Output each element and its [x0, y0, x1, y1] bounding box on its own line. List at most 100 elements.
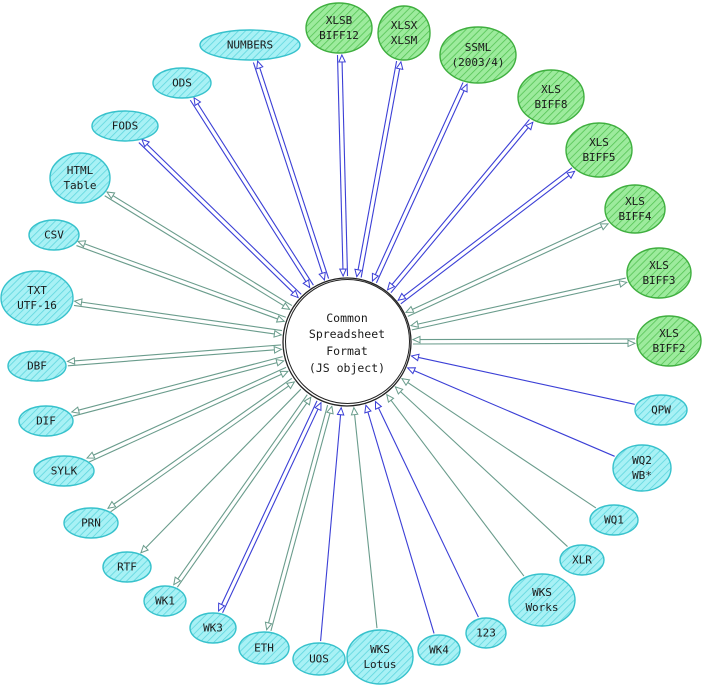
node-shape-n123: [465, 617, 507, 649]
edge-line-out-html: [106, 191, 293, 307]
edge-line-in-eth: [270, 406, 333, 632]
node-shape-dbf: [7, 350, 67, 382]
edge-biff8: [386, 119, 534, 294]
edge-line-out-csv: [77, 240, 286, 318]
edge-line-in-sylk: [88, 370, 289, 463]
node-label-biff5-0: XLS: [589, 136, 609, 149]
edge-biff5: [397, 167, 576, 305]
edge-line-in-wq2: [407, 367, 615, 457]
edge-line-in-ssml: [371, 82, 464, 282]
edge-fods: [138, 138, 302, 299]
node-label-prn-0: PRN: [81, 517, 101, 530]
edge-line-out-dif: [71, 356, 283, 413]
arrowhead-out-wk3: [218, 602, 226, 612]
node-shape-prn: [63, 507, 119, 539]
edge-line-out-ods: [193, 97, 314, 286]
node-shape-eth: [238, 631, 290, 665]
edge-line-in-xlr: [395, 386, 568, 547]
node-shape-wk4: [417, 634, 461, 666]
edge-line-out-biff3: [411, 281, 627, 331]
node-ssml: SSML(2003/4): [439, 26, 517, 84]
node-label-biff4-0: XLS: [625, 195, 645, 208]
edge-line-in-xlsx: [356, 60, 398, 277]
edge-line-in-wk1: [176, 396, 312, 588]
center-label-line-1: Common: [326, 311, 368, 325]
node-wk4: WK4: [417, 634, 461, 666]
arrowhead-in-dif: [275, 358, 285, 367]
edge-layer: [66, 53, 637, 642]
edge-line-out-eth: [266, 404, 329, 630]
edge-line-in-wk4: [365, 405, 435, 634]
node-label-xlsb-1: BIFF12: [319, 29, 359, 42]
edge-line-in-wksl: [353, 407, 378, 629]
center-label-line-4: (JS object): [309, 361, 385, 375]
arrowhead-out-ods: [193, 96, 202, 107]
edge-dbf: [66, 344, 283, 367]
node-shape-dif: [18, 405, 74, 437]
arrowhead-out-eth: [264, 621, 273, 631]
node-label-biff5-1: BIFF5: [582, 151, 615, 164]
arrowhead-in-dbf: [273, 345, 283, 354]
node-shape-wksw: [508, 573, 576, 627]
edge-line-out-biff8: [390, 121, 534, 294]
edge-n123: [374, 400, 479, 618]
node-shape-biff8: [517, 69, 585, 125]
arrowhead-out-biff8: [524, 121, 534, 131]
node-wk3: WK3: [189, 612, 237, 644]
arrowhead-in-html: [281, 302, 291, 310]
edge-line-out-fods: [141, 139, 302, 295]
edge-line-in-biff8: [387, 119, 530, 291]
edge-line-in-qpw: [411, 355, 635, 405]
node-wk1: WK1: [143, 585, 187, 617]
arrowhead-out-wk1: [173, 576, 182, 586]
node-sylk: SYLK: [33, 455, 95, 487]
arrowhead-in-sylk: [279, 370, 289, 379]
node-label-fods-0: FODS: [112, 120, 139, 133]
arrowhead-out-numbers: [256, 60, 264, 70]
edge-line-out-wk3: [218, 400, 318, 612]
node-label-csv-0: CSV: [44, 229, 64, 242]
node-label-biff3-0: XLS: [649, 259, 669, 272]
node-label-xlsx-1: XLSM: [391, 34, 418, 47]
arrowhead-in-xlsb: [338, 268, 347, 278]
arrowhead-in-wq2: [406, 367, 417, 375]
center-label-line-2: Spreadsheet: [309, 327, 385, 341]
node-label-biff8-0: XLS: [541, 83, 561, 96]
node-label-uos-0: UOS: [309, 653, 329, 666]
arrowhead-in-wk4: [364, 404, 372, 414]
arrowhead-out-dbf: [66, 356, 76, 365]
edge-line-in-txt: [73, 304, 282, 336]
edge-line-in-biff3: [410, 277, 626, 327]
arrowhead-in-fods: [290, 289, 300, 299]
edge-xlr: [394, 386, 568, 547]
edge-line-in-csv: [76, 245, 285, 322]
arrowhead-out-html: [105, 191, 116, 200]
node-ods: ODS: [152, 67, 212, 99]
arrowhead-out-prn: [107, 500, 117, 509]
edge-line-out-numbers: [257, 60, 330, 279]
node-n123: 123: [465, 617, 507, 649]
node-label-wksw-1: Works: [525, 601, 558, 614]
node-dbf: DBF: [7, 350, 67, 382]
arrowhead-in-wq1: [400, 377, 411, 387]
edge-biff4: [404, 219, 610, 317]
node-label-wksw-0: WKS: [532, 586, 552, 599]
node-shape-biff4: [604, 184, 666, 234]
edge-wq1: [400, 377, 597, 509]
edge-line-out-xlsb: [341, 54, 349, 276]
node-label-numbers-0: NUMBERS: [227, 39, 273, 52]
edge-line-in-xlsb: [336, 55, 344, 277]
edge-line-out-biff4: [407, 223, 609, 317]
edge-line-out-xlsx: [360, 61, 402, 278]
arrowhead-in-numbers: [318, 271, 326, 282]
edge-xlsx: [354, 60, 404, 278]
node-label-wk4-0: WK4: [429, 644, 449, 657]
arrowhead-in-biff4: [404, 305, 415, 313]
node-fods: FODS: [91, 110, 159, 142]
node-label-wk3-0: WK3: [203, 622, 223, 635]
